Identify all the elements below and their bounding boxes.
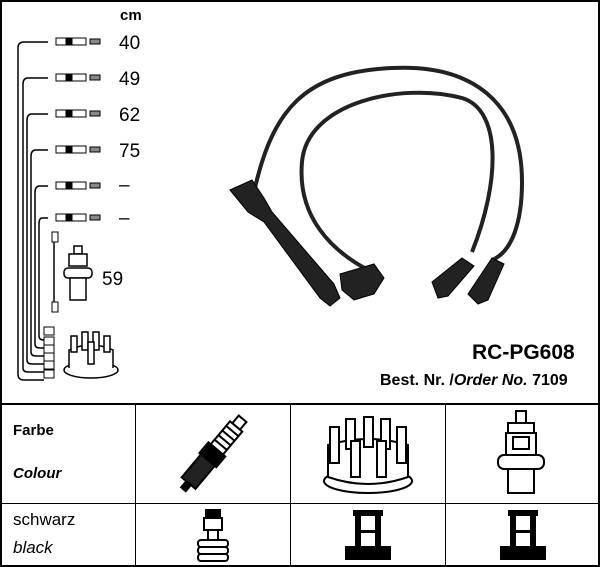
table-row-divider [2,503,598,504]
order-label-de: Best. Nr. [380,372,445,389]
order-number-line: Best. Nr. /Order No. 7109 [380,372,568,390]
order-separator: / [449,372,454,389]
coil-terminal-end-icon [500,510,546,560]
cable-end-connectors [43,37,101,379]
coil-small-icon [63,245,93,301]
cable-length: 40 [119,33,141,54]
unit-label: cm [120,7,142,24]
spark-plug-boot-end-icon [197,509,229,562]
table-column-divider [290,405,291,565]
colour-header-en: Colour [13,465,62,482]
colour-value-de: schwarz [13,510,76,529]
ignition-cables-illustration [252,65,525,274]
distributor-terminal-end-icon [345,510,391,560]
part-number: RC-PG608 [472,341,575,364]
cable-length: – [119,175,130,196]
cable-length: 75 [119,141,141,162]
section-divider [0,403,600,405]
order-number: 7109 [532,372,568,389]
cable-boots [229,179,505,307]
cable-set-diagram [17,37,525,381]
colour-value-en: black [13,538,53,557]
spark-plug-icon [179,414,248,493]
cable-length: – [119,208,130,229]
cable-schematic [17,41,55,381]
table-column-divider [445,405,446,565]
colour-header-de: Farbe [13,422,54,439]
distributor-cap-icon [323,416,413,494]
coil-cable-length: 59 [102,269,124,290]
cable-length: 62 [119,105,141,126]
cable-length: 49 [119,69,141,90]
distributor-cap-small-icon [63,331,119,379]
ignition-coil-icon [497,410,545,494]
table-column-divider [135,405,136,565]
order-label-en: Order No. [453,372,528,389]
